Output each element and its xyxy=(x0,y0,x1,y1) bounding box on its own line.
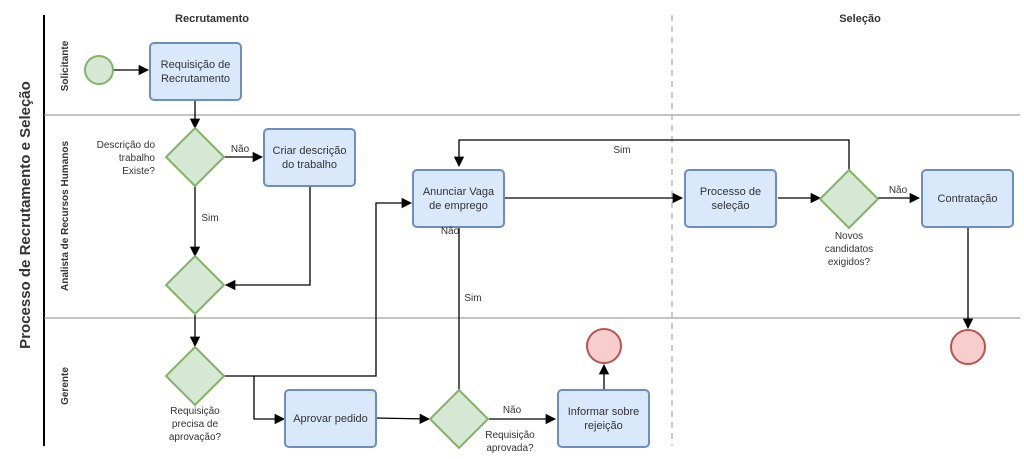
flow-approve-to-approved-gateway xyxy=(375,413,431,425)
svg-text:Criar descrição: Criar descrição xyxy=(273,145,347,157)
svg-text:trabalho: trabalho xyxy=(119,153,156,164)
svg-text:Contratação: Contratação xyxy=(938,193,998,205)
svg-text:candidatos: candidatos xyxy=(825,244,873,255)
svg-text:Requisição: Requisição xyxy=(170,406,220,417)
svg-text:do trabalho: do trabalho xyxy=(282,159,337,171)
svg-text:rejeição: rejeição xyxy=(584,420,623,432)
flow-create-desc-to-merge xyxy=(224,186,311,291)
gateway-request-needs-approval xyxy=(164,345,226,407)
label-new-candidates-required: Novos candidatos exigidos? xyxy=(825,231,873,268)
svg-text:Requisição de: Requisição de xyxy=(161,59,231,71)
gateway-merge xyxy=(164,254,226,316)
task-recruitment-request: Requisição de Recrutamento xyxy=(149,42,242,101)
svg-text:exigidos?: exigidos? xyxy=(828,257,871,268)
gateway-new-candidates-required xyxy=(818,168,880,230)
gateway-job-description-exists xyxy=(164,126,226,188)
svg-text:Recrutamento: Recrutamento xyxy=(161,73,230,85)
task-hiring: Contratação xyxy=(921,169,1014,228)
flow-label-desc-no: Não xyxy=(231,144,250,155)
svg-text:de emprego: de emprego xyxy=(429,200,488,212)
svg-text:Processo de: Processo de xyxy=(700,186,761,198)
flow-label-advertise-no: Não xyxy=(441,226,460,237)
task-create-job-description: Criar descrição do trabalho xyxy=(263,128,356,187)
flow-candidates-yes-loop xyxy=(453,139,850,170)
svg-text:precisa de: precisa de xyxy=(172,419,219,430)
svg-text:Aprovar pedido: Aprovar pedido xyxy=(293,413,368,425)
label-request-approved: Requisição aprovada? xyxy=(485,430,535,454)
end-event-rejection xyxy=(586,328,622,364)
lane-label-manager: Gerente xyxy=(60,367,71,405)
flow-label-approved-yes: Sim xyxy=(464,293,481,304)
task-approve-request: Aprovar pedido xyxy=(284,389,377,448)
phase-label-recruitment: Recrutamento xyxy=(175,13,249,25)
end-event-hiring xyxy=(950,329,986,365)
flow-label-loop-yes: Sim xyxy=(613,145,630,156)
svg-text:Descrição do: Descrição do xyxy=(97,140,156,151)
svg-text:aprovação?: aprovação? xyxy=(169,432,222,443)
task-inform-rejection: Informar sobre rejeição xyxy=(557,389,650,448)
pool-title: Processo de Recrutamento e Seleção xyxy=(17,81,34,349)
svg-text:Novos: Novos xyxy=(835,231,863,242)
phase-label-selection: Seleção xyxy=(839,13,881,25)
lane-label-hr: Analista de Recursos Humanos xyxy=(60,141,71,291)
task-advertise-vacancy: Anunciar Vaga de emprego xyxy=(412,169,505,228)
gateway-request-approved xyxy=(428,388,490,450)
label-request-needs-approval: Requisição precisa de aprovação? xyxy=(169,406,222,443)
label-job-description-exists: Descrição do trabalho Existe? xyxy=(97,140,156,177)
task-selection-process: Processo de seleção xyxy=(684,169,777,228)
svg-text:seleção: seleção xyxy=(712,200,750,212)
svg-text:Anunciar Vaga: Anunciar Vaga xyxy=(423,186,495,198)
svg-text:aprovada?: aprovada? xyxy=(486,443,534,454)
flow-label-candidates-no: Não xyxy=(889,185,908,196)
lane-label-requester: Solicitante xyxy=(60,40,71,91)
flow-approval-needed xyxy=(253,376,286,425)
svg-text:Existe?: Existe? xyxy=(122,166,155,177)
flow-approval-not-needed xyxy=(224,197,413,377)
flow-label-approved-no: Não xyxy=(503,405,522,416)
flow-label-desc-yes: Sim xyxy=(201,213,218,224)
svg-text:Requisição: Requisição xyxy=(485,430,535,441)
svg-text:Informar sobre: Informar sobre xyxy=(568,406,640,418)
start-event xyxy=(84,55,114,85)
